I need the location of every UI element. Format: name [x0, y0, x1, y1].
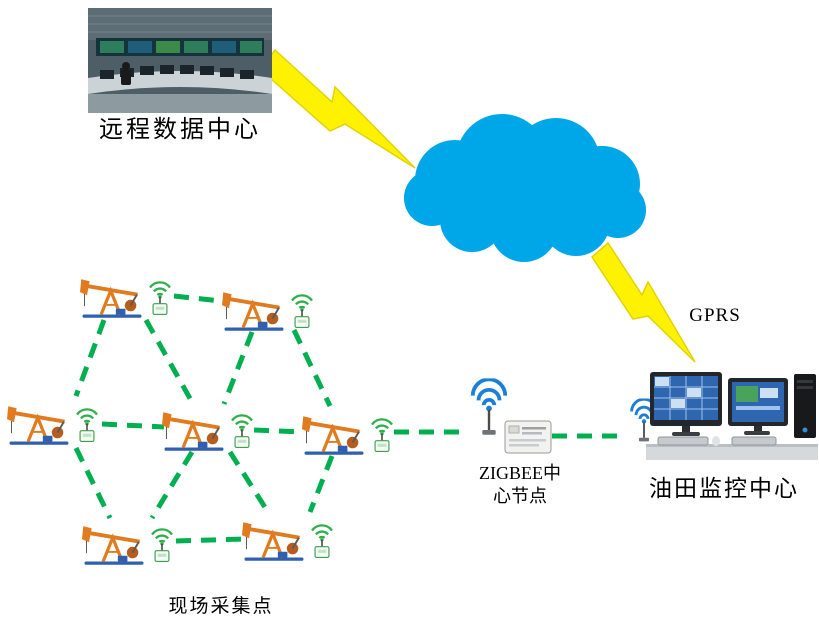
gprs-label: GPRS — [689, 305, 741, 326]
wireless-sensor-icon — [288, 289, 316, 329]
oil-pumpjack-icon — [82, 525, 146, 566]
lightning-bolt-right — [591, 241, 696, 363]
field-node-2 — [222, 284, 316, 332]
oil-pumpjack-icon — [162, 411, 226, 452]
mesh-link — [149, 450, 195, 520]
wireless-sensor-icon — [228, 409, 256, 449]
mesh-link — [221, 331, 255, 405]
mesh-link — [143, 318, 195, 404]
oil-pumpjack-icon — [7, 405, 71, 446]
wireless-sensor-icon — [146, 276, 174, 316]
mesh-link — [291, 328, 333, 408]
wireless-sensor-icon — [73, 403, 101, 443]
zigbee-node-label: ZIGBEE中 心节点 — [458, 462, 582, 509]
zigbee-mesh-links — [73, 293, 626, 544]
mesh-link — [175, 536, 245, 544]
field-collection-points-label: 现场采集点 — [168, 596, 274, 617]
mesh-link — [73, 446, 113, 520]
control-room-image — [88, 8, 272, 113]
wireless-sensor-icon — [308, 519, 336, 559]
zigbee-node-label-line2: 心节点 — [493, 486, 547, 507]
oil-pumpjack-icon — [80, 278, 144, 319]
mesh-link — [101, 421, 165, 430]
mesh-link — [253, 427, 305, 435]
oil-pumpjack-icon — [302, 415, 366, 456]
field-node-1 — [80, 271, 174, 319]
oil-pumpjack-icon — [222, 291, 286, 332]
field-node-4 — [162, 404, 256, 452]
remote-data-center-photo — [88, 8, 272, 118]
gprs-network-cloud — [404, 114, 646, 262]
field-node-7 — [242, 514, 336, 562]
zigbee-node-label-line1: ZIGBEE中 — [479, 463, 561, 483]
oilfield-monitoring-center-label: 油田监控中心 — [649, 476, 799, 501]
zigbee-module-icon — [504, 420, 552, 454]
workstation-image — [646, 372, 818, 460]
wireless-sensor-icon — [148, 523, 176, 563]
zigbee-device — [504, 420, 552, 459]
wireless-sensor-icon — [368, 413, 396, 453]
remote-data-center-label: 远程数据中心 — [99, 117, 261, 143]
mesh-link — [227, 450, 271, 514]
field-node-5 — [302, 408, 396, 456]
mesh-link — [307, 455, 335, 513]
monitoring-workstation — [646, 368, 818, 469]
mesh-link — [73, 319, 107, 397]
field-node-6 — [82, 518, 176, 566]
field-node-3 — [7, 398, 101, 446]
oil-pumpjack-icon — [242, 521, 306, 562]
mesh-link — [173, 293, 231, 305]
lightning-bolt-left — [260, 48, 416, 169]
